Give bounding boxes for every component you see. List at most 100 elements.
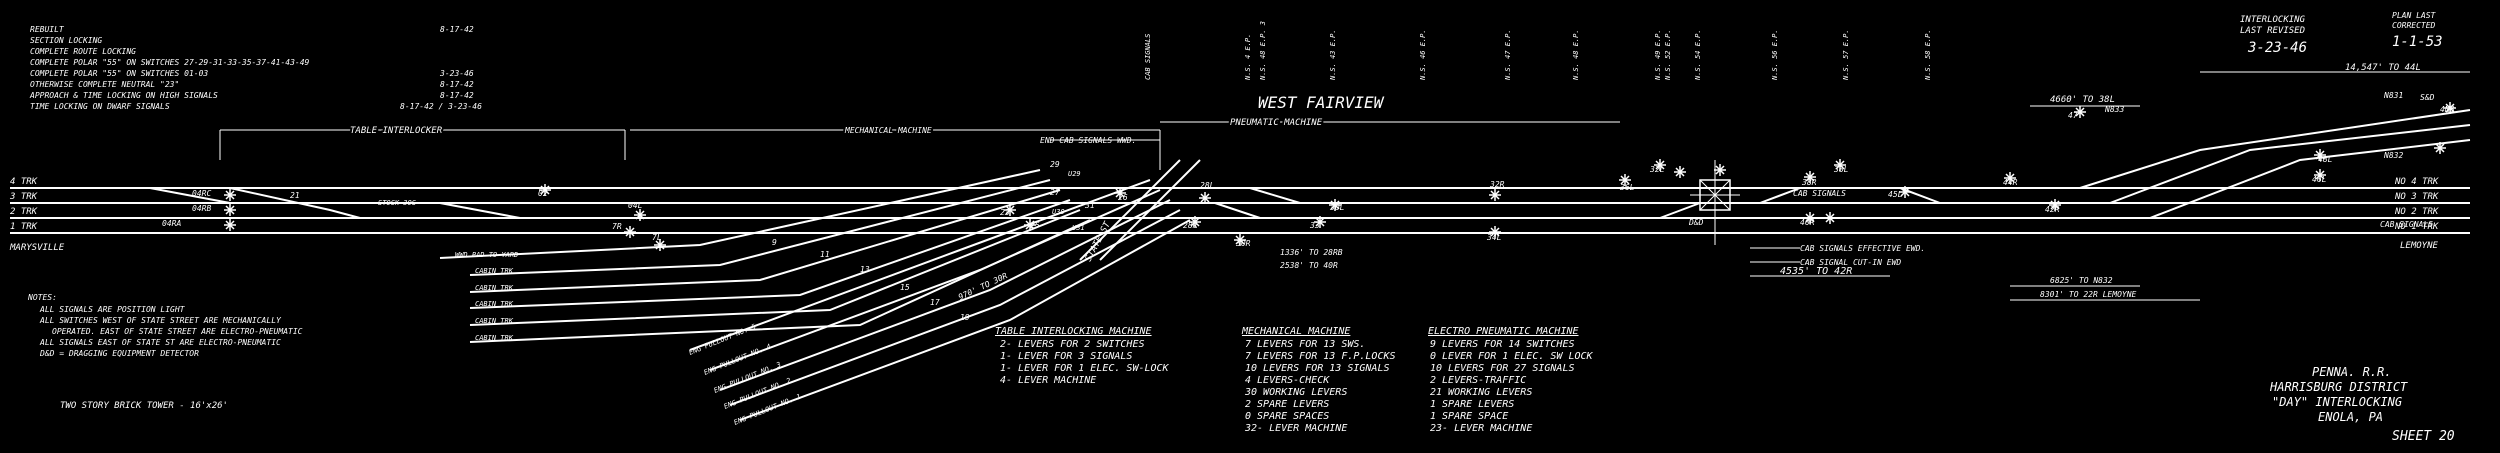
last-revised-block: INTERLOCKING LAST REVISED 3-23-46 [2240, 15, 2307, 56]
legend-line: 0 SPARE SPACES [1245, 411, 1329, 422]
signal-label: 31 [1084, 201, 1095, 210]
top-marker: N.S. 54 E.P. [1694, 29, 1702, 81]
revision-item: APPROACH & TIME LOCKING ON HIGH SIGNALS [29, 91, 218, 100]
signal-label: 38R [1801, 178, 1817, 187]
mechanical-machine-label: MECHANICAL MACHINE [844, 126, 932, 135]
signal-label: 32R [1489, 180, 1505, 189]
signal-label: 45L [1888, 190, 1903, 199]
top-markers: CAB SIGNALS N.S. 4 E.P. N.S. 48 E.P. 3 N… [1144, 21, 1932, 81]
title-line: PENNA. R.R. [2312, 365, 2391, 379]
signal-label: 04RC [192, 189, 211, 198]
signal-label: 21 [290, 191, 300, 200]
legend-line: 2- LEVERS FOR 2 SWITCHES [1000, 339, 1145, 350]
legend-title: ELECTRO PNEUMATIC MACHINE [1428, 326, 1579, 337]
signal-label: 7R [612, 222, 622, 231]
signal-icon [624, 226, 636, 238]
signal-icon [1824, 212, 1836, 224]
notes-heading: NOTES: [27, 293, 57, 302]
signal-labels: 04RC 04RB 04RA 04L 02 7R 7L 9 11 13 15 1… [162, 91, 2455, 322]
distance-note: 8301' TO 22R LEMOYNE [2040, 290, 2137, 299]
distance-note: 14,547' TO 44L [2345, 63, 2421, 73]
signal-icon [1024, 219, 1036, 231]
legend-line: 1 SPARE LEVERS [1430, 399, 1514, 410]
plan-corrected-label: PLAN LAST [2392, 11, 2437, 20]
interlocking-tower-icon [1690, 160, 1740, 245]
signal-label: 19 [960, 313, 970, 322]
revision-item: TIME LOCKING ON DWARF SIGNALS [30, 102, 170, 111]
note-line: ALL SIGNALS ARE POSITION LIGHT [39, 305, 186, 314]
signal-icon [1674, 166, 1686, 178]
signal-label: 46L [2312, 175, 2327, 184]
distance-note: 1336' TO 28RB [1280, 248, 1343, 257]
signal-label: 28R [1183, 221, 1198, 230]
signal-label: 40R [1800, 218, 1815, 227]
legend-line: 2 LEVERS-TRAFFIC [1430, 375, 1526, 386]
signal-icon [1619, 174, 1631, 186]
last-revised-date: 3-23-46 [2247, 40, 2307, 56]
cab-signal-note: CAB SIGNALS EFFECTIVE EWD. [1800, 244, 1925, 253]
signal-icon [1714, 164, 1726, 176]
signal-label: 23 [1000, 208, 1010, 217]
signal-icon [224, 189, 236, 201]
legend-title: MECHANICAL MACHINE [1241, 326, 1350, 337]
signal-icon [1329, 199, 1341, 211]
legend-line: 23- LEVER MACHINE [1430, 423, 1532, 434]
revision-date: 8-17-42 [440, 91, 474, 100]
signal-label: 11 [820, 250, 830, 259]
distance-note: 4535' TO 42R [1780, 266, 1852, 277]
signal-label: S&D [2420, 93, 2435, 102]
signal-icon [2004, 172, 2016, 184]
track-label: 2 TRK [10, 207, 38, 217]
signal-icon [1004, 204, 1016, 216]
signal-icon [2314, 169, 2326, 181]
legend-line: 10 LEVERS FOR 27 SIGNALS [1430, 363, 1575, 374]
title-line: "DAY" INTERLOCKING [2272, 395, 2402, 409]
note-line: TWO STORY BRICK TOWER - 16'x26' [60, 401, 228, 411]
legend-line: 1- LEVER FOR 3 SIGNALS [1000, 351, 1132, 362]
sheet-number: SHEET 20 [2392, 429, 2455, 444]
signal-icon [1489, 226, 1501, 238]
legend-table-machine: TABLE INTERLOCKING MACHINE 2- LEVERS FOR… [995, 326, 1170, 386]
revision-item: REBUILT [30, 25, 65, 34]
signal-label: U29 [1068, 170, 1081, 178]
notes-block: NOTES: ALL SIGNALS ARE POSITION LIGHT AL… [27, 293, 303, 411]
track-label: CABIN TRK [475, 300, 514, 308]
pneumatic-machine-label: PNEUMATIC MACHINE [1230, 118, 1323, 128]
plan-corrected-label: CORRECTED [2392, 21, 2436, 30]
signal-label: 26 [1118, 193, 1128, 202]
signal-icon [2074, 106, 2086, 118]
revision-item: COMPLETE POLAR "55" ON SWITCHES 01-03 [30, 69, 208, 78]
revision-item: OTHERWISE COMPLETE NEUTRAL "23" [30, 80, 179, 89]
legend-mechanical-machine: MECHANICAL MACHINE 7 LEVERS FOR 13 SWS. … [1241, 326, 1396, 434]
signal-icon [2049, 199, 2061, 211]
track-label: NO 3 TRK [2394, 192, 2439, 202]
legend-line: 1- LEVER FOR 1 ELEC. SW-LOCK [1000, 363, 1170, 374]
legend-line: 10 LEVERS FOR 13 SIGNALS [1245, 363, 1390, 374]
main-tracks [10, 109, 2471, 234]
signal-icon [224, 204, 236, 216]
top-marker: N.S. 4 E.P. [1244, 34, 1252, 81]
signal-icon [1114, 187, 1126, 199]
legend-line: 9 LEVERS FOR 14 SWITCHES [1430, 339, 1575, 350]
signal-label: 34L [1486, 233, 1502, 242]
legend-line: 30 WORKING LEVERS [1244, 387, 1347, 398]
legend-line: 1 SPARE SPACE [1430, 411, 1508, 422]
top-marker: CAB SIGNALS [1144, 34, 1152, 80]
signal-icon [1489, 189, 1501, 201]
legend-line: 32- LEVER MACHINE [1244, 423, 1347, 434]
track-label: STOCK 30G [378, 199, 417, 207]
track-label: CABIN TRK [475, 317, 514, 325]
track-label: 4 TRK [10, 177, 38, 187]
top-marker: N.S. 58 E.P. [1924, 29, 1932, 81]
signal-label: 15 [900, 283, 910, 292]
note-line: OPERATED. EAST OF STATE STREET ARE ELECT… [52, 327, 303, 336]
signal-label: 02 [538, 189, 548, 198]
signal-icon [1314, 216, 1326, 228]
plan-corrected-block: PLAN LAST CORRECTED 1-1-53 [2392, 11, 2443, 50]
signal-icon [1654, 159, 1666, 171]
signal-label: 13 [860, 265, 870, 274]
location-name: WEST FAIRVIEW [1258, 93, 1385, 112]
legend-pneumatic-machine: ELECTRO PNEUMATIC MACHINE 9 LEVERS FOR 1… [1428, 326, 1594, 434]
distance-note: 2538' TO 40R [1280, 261, 1338, 270]
